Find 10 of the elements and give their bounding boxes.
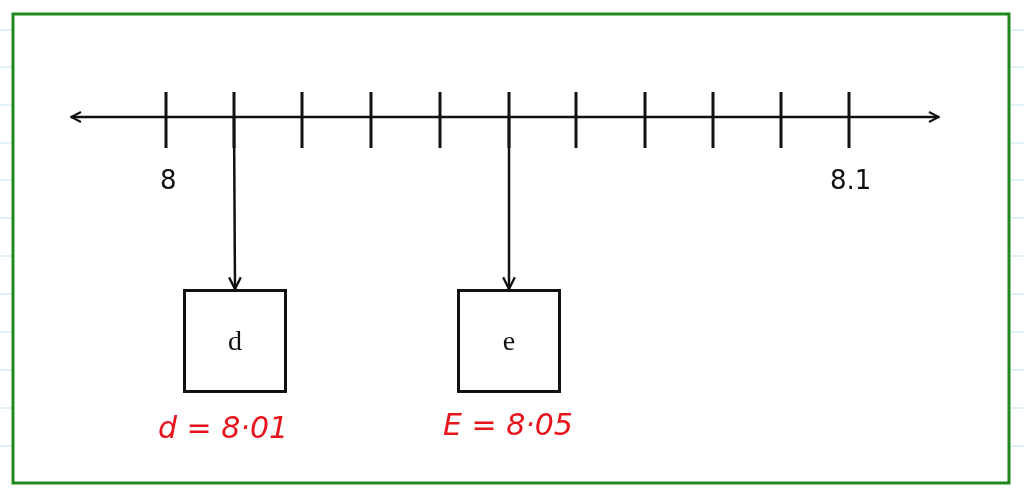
arrow (227, 117, 242, 291)
handwritten-answer: E = 8·05 (443, 407, 573, 442)
answer-box (183, 289, 287, 393)
handwritten-answer: d = 8·01 (158, 410, 289, 445)
box-letter: d (228, 325, 242, 357)
answer-box (457, 289, 561, 393)
tick-label: 8.1 (830, 165, 872, 195)
box-letter: e (502, 325, 516, 357)
arrow (502, 117, 516, 291)
tick-label: 8 (160, 165, 177, 195)
